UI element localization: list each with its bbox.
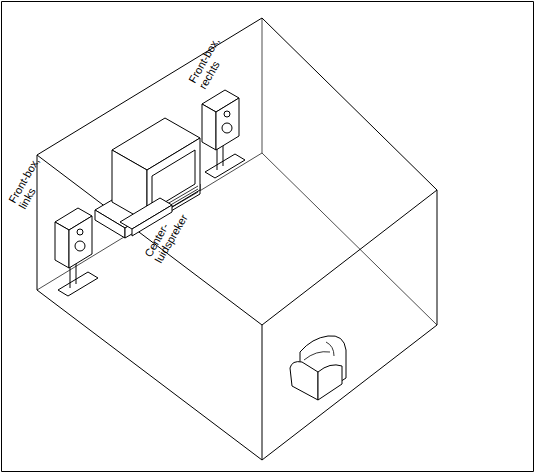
front-speaker-left <box>55 208 98 296</box>
speaker-label: Front-box, links <box>6 145 58 211</box>
front-speaker-right <box>202 90 245 178</box>
room-box <box>37 18 437 460</box>
speaker-label: Front-box, rechts <box>186 25 238 91</box>
armchair <box>290 336 346 400</box>
